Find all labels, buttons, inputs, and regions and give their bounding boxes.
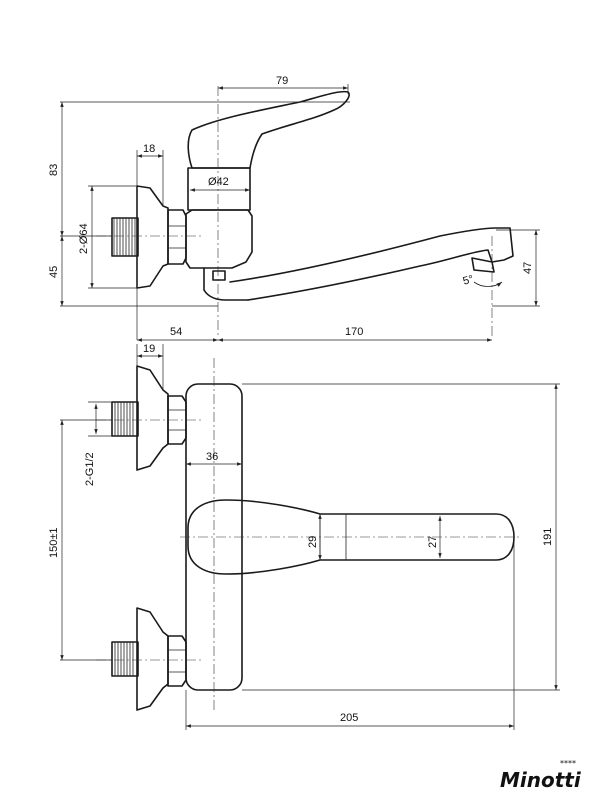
spout-base-side: [203, 267, 249, 301]
dim-spout-reach: 170: [345, 326, 363, 338]
dim-spout-height: 47: [522, 262, 534, 274]
brand-name: Minotti: [500, 768, 582, 792]
lever-handle-side: [187, 90, 350, 169]
dim-flange-thickness-bottom: 19: [143, 343, 155, 355]
dim-connection-spacing: 150±1: [48, 527, 60, 558]
dim-height-83: 83: [48, 164, 60, 176]
wall-flange-side: [136, 185, 169, 289]
thread-connector-upper: [111, 401, 139, 437]
brand-stars: ****: [560, 759, 576, 768]
spout-side: [229, 227, 514, 301]
hex-nut-lower: [167, 635, 187, 687]
dim-handle-width-29: 29: [307, 536, 319, 548]
dim-body-width: 36: [206, 451, 218, 463]
dim-total-height: 191: [542, 528, 554, 546]
brand-logo: Minotti ****: [500, 759, 582, 792]
dim-spout-angle: 5°: [462, 273, 475, 287]
diverter-button: [212, 270, 226, 281]
side-view: 5° 79 18 83 45 2-Ø64 Ø42: [48, 75, 540, 342]
wall-flange-lower: [136, 607, 169, 711]
dim-handle-width-27: 27: [427, 536, 439, 548]
cartridge-cover-side: [187, 167, 251, 211]
dim-height-45: 45: [48, 266, 60, 278]
top-view: 19 2-G1/2 36 150±1 29 27 191 205: [48, 343, 560, 730]
dim-flange-diameter: 2-Ø64: [78, 223, 90, 254]
wall-flange-upper: [136, 365, 169, 471]
thread-connector-side: [111, 217, 139, 257]
thread-connector-lower: [111, 641, 139, 677]
dim-total-reach: 205: [340, 712, 358, 724]
mixer-body-side: [185, 209, 253, 269]
dim-flange-thickness-top: 18: [143, 143, 155, 155]
aerator-side: [471, 257, 495, 273]
dim-thread-size: 2-G1/2: [84, 452, 96, 486]
dim-handle-length: 79: [276, 75, 288, 87]
hex-nut-side: [167, 209, 187, 265]
dim-wall-to-axis: 54: [170, 326, 182, 338]
dim-body-diameter: Ø42: [208, 176, 229, 188]
